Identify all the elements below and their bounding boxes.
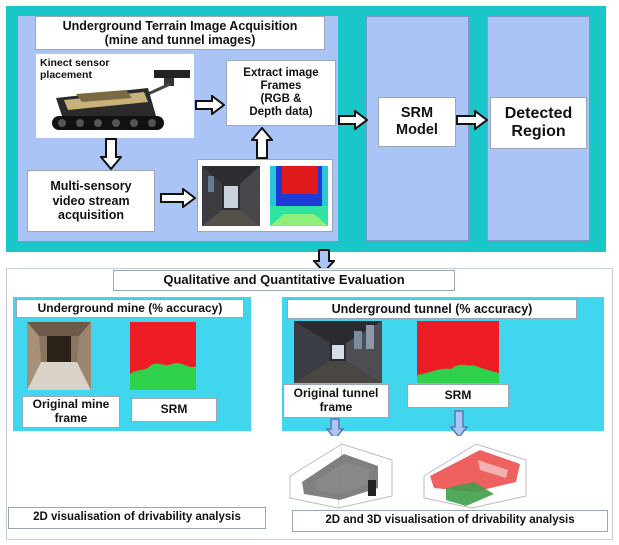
- tunnel-original-frame: [294, 321, 382, 383]
- down-arrow-icon: [313, 249, 335, 273]
- mine-original-frame: [27, 322, 91, 390]
- down-arrow-icon: [100, 138, 122, 170]
- right-arrow-icon: [160, 188, 196, 208]
- down-arrow-icon: [450, 410, 468, 438]
- tunnel-srm-frame: [417, 321, 499, 383]
- extract-line4: Depth data): [249, 106, 313, 119]
- vis-2d3d-caption: 2D and 3D visualisation of drivability a…: [292, 510, 608, 532]
- mine-original-label: Original mine frame: [22, 396, 120, 428]
- srm-model-box: SRM Model: [378, 97, 456, 147]
- detected-region-box: Detected Region: [490, 97, 587, 149]
- extract-line2: Frames: [260, 79, 302, 92]
- mine-original-line1: Original mine: [32, 397, 110, 412]
- extract-line1: Extract image: [243, 66, 319, 79]
- multisensory-box: Multi-sensory video stream acquisition: [27, 170, 155, 232]
- extract-line3: (RGB &: [260, 93, 302, 105]
- mine-title-text: Underground mine (% accuracy): [37, 300, 223, 315]
- mine-original-line2: frame: [54, 411, 88, 425]
- kinect-label-line2: placement: [40, 69, 92, 82]
- extract-frames-box: Extract image Frames (RGB & Depth data): [226, 60, 336, 126]
- srm-model-line1: SRM: [400, 105, 434, 122]
- mine-title: Underground mine (% accuracy): [16, 299, 244, 318]
- tunnel-original-line2: frame: [319, 400, 353, 414]
- tunnel-original-label: Original tunnel frame: [283, 384, 389, 418]
- right-arrow-icon: [338, 110, 368, 130]
- tunnel-title-text: Underground tunnel (% accuracy): [331, 301, 533, 316]
- srm-model-line2: Model: [396, 122, 438, 138]
- mine-srm-text: SRM: [160, 402, 188, 417]
- right-arrow-icon: [456, 110, 488, 130]
- vis-2d-caption-text: 2D visualisation of drivability analysis: [33, 511, 241, 524]
- kinect-label-line1: Kinect sensor: [40, 57, 110, 69]
- multisensory-line2: video stream: [52, 193, 130, 208]
- tunnel-3d-plot-original: [282, 436, 400, 512]
- down-arrow-icon: [326, 418, 344, 440]
- tunnel-srm-text: SRM: [444, 388, 472, 403]
- tunnel-title: Underground tunnel (% accuracy): [287, 299, 577, 319]
- kinect-label: Kinect sensor placement: [40, 57, 140, 81]
- up-arrow-icon: [251, 127, 273, 159]
- multisensory-line3: acquisition: [58, 208, 124, 223]
- mine-srm-label: SRM: [131, 398, 217, 422]
- frames-panel: [197, 159, 333, 232]
- detected-line2: Region: [511, 123, 566, 140]
- detected-line1: Detected: [504, 104, 573, 122]
- tunnel-original-line1: Original tunnel: [293, 386, 379, 401]
- robot-icon: [52, 70, 190, 130]
- evaluation-title-text: Qualitative and Quantitative Evaluation: [163, 272, 405, 288]
- right-arrow-icon: [195, 95, 225, 115]
- multisensory-line1: Multi-sensory: [50, 179, 132, 194]
- evaluation-title: Qualitative and Quantitative Evaluation: [113, 270, 455, 291]
- acquisition-title-line2: (mine and tunnel images): [104, 33, 256, 47]
- acquisition-title: Underground Terrain Image Acquisition (m…: [35, 16, 325, 50]
- tunnel-srm-label: SRM: [407, 384, 509, 408]
- depth-frame-thumbnail: [270, 166, 328, 226]
- tunnel-3d-plot-srm: [416, 436, 534, 512]
- acquisition-title-line1: Underground Terrain Image Acquisition: [62, 18, 298, 33]
- kinect-robot-photo: [36, 54, 194, 138]
- vis-2d-caption: 2D visualisation of drivability analysis: [8, 507, 266, 529]
- rgb-frame-thumbnail: [202, 166, 260, 226]
- mine-srm-frame: [130, 322, 196, 390]
- vis-2d3d-caption-text: 2D and 3D visualisation of drivability a…: [325, 514, 575, 527]
